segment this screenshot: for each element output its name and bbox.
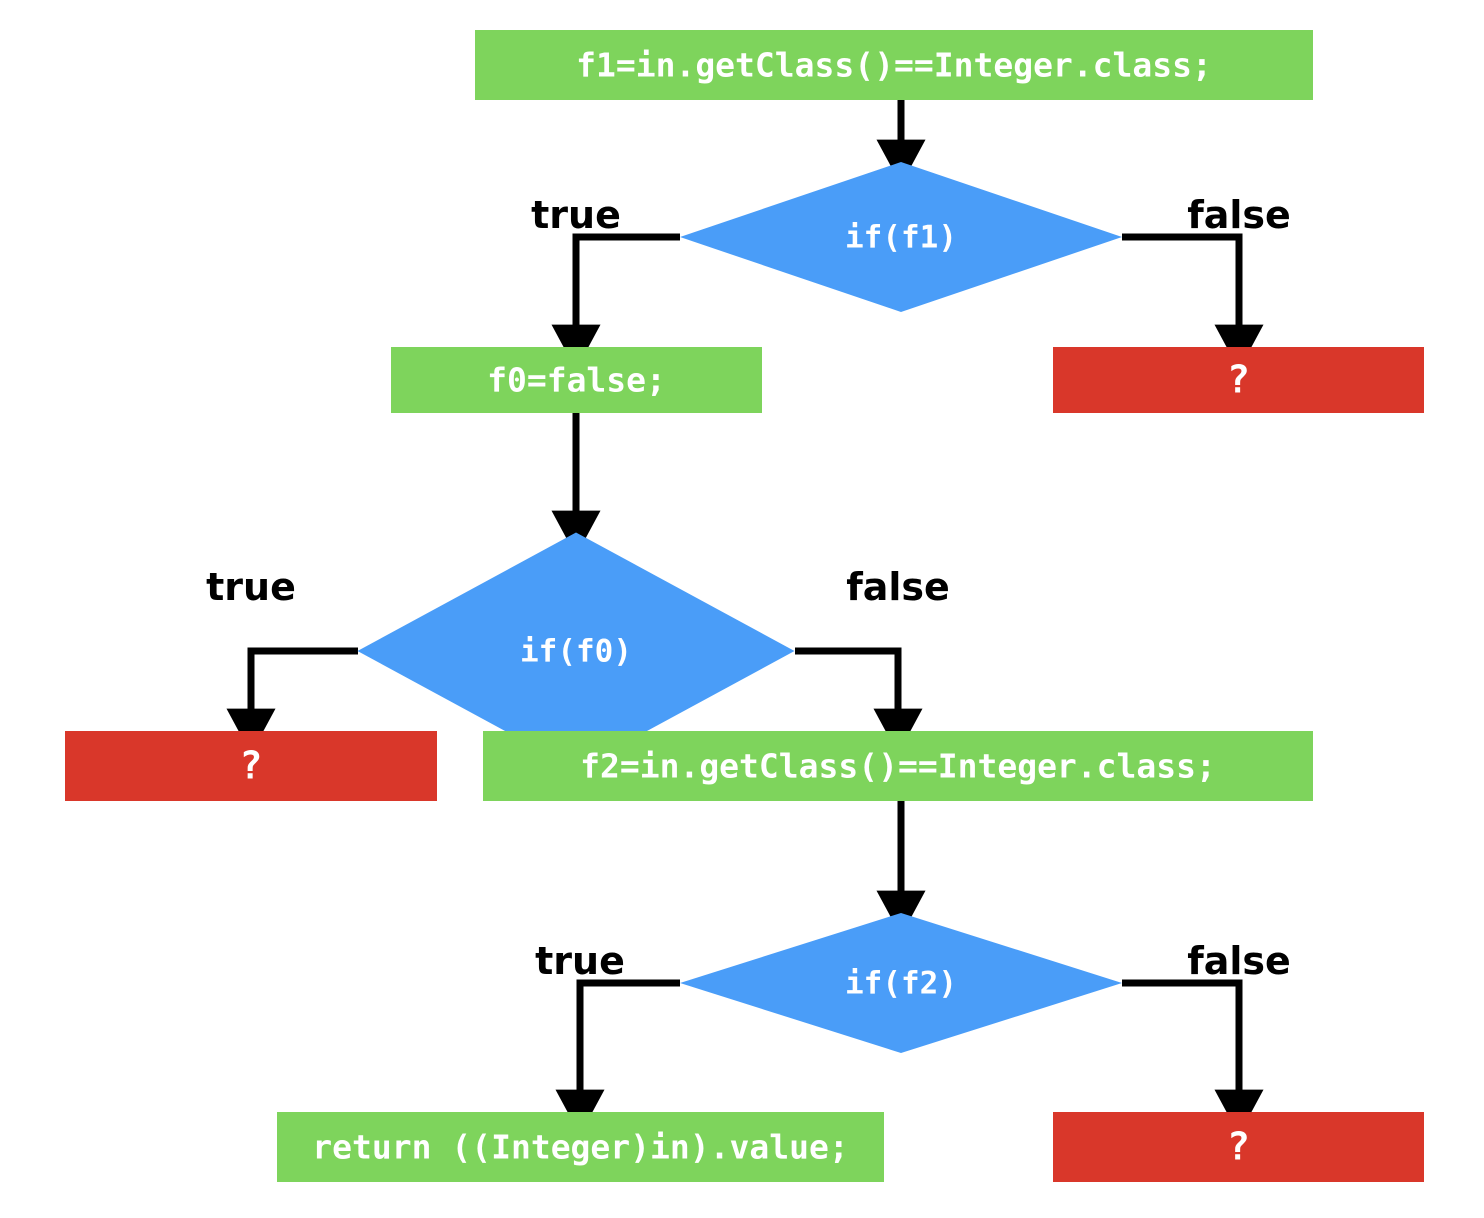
node-label: return ((Integer)in).value; (312, 1128, 848, 1167)
flow-edge (795, 647, 923, 755)
node-label: if(f1) (845, 220, 957, 256)
process-box (391, 347, 762, 413)
edge-line (1122, 979, 1264, 1136)
decision-diamond (680, 162, 1122, 312)
flow-node-process[interactable]: return ((Integer)in).value; (277, 1112, 884, 1182)
node-label: f1=in.getClass()==Integer.class; (576, 46, 1212, 85)
node-label: if(f0) (520, 634, 632, 670)
decision-diamond (357, 532, 795, 770)
edges-layer (226, 100, 1264, 1136)
node-label: ? (1227, 358, 1250, 402)
edge-label-false: false (846, 565, 950, 609)
node-label: f2=in.getClass()==Integer.class; (580, 747, 1216, 786)
edge-label-true: true (535, 939, 625, 983)
edge-line (226, 647, 358, 755)
flow-edge (1122, 979, 1264, 1136)
unknown-box (1053, 347, 1424, 413)
unknown-box (65, 731, 437, 801)
flow-edge (555, 979, 680, 1136)
edge-labels-layer: true false true false true false (206, 193, 1291, 983)
process-box (475, 30, 1313, 100)
edge-label-true: true (531, 193, 621, 237)
process-box (483, 731, 1313, 801)
edge-label-false: false (1187, 193, 1291, 237)
flow-node-process[interactable]: f1=in.getClass()==Integer.class; (475, 30, 1313, 100)
flow-node-unknown[interactable]: ? (65, 731, 437, 801)
edge-label-false: false (1187, 939, 1291, 983)
node-label: ? (1227, 1125, 1250, 1169)
node-label: if(f2) (845, 966, 957, 1002)
flow-node-unknown[interactable]: ? (1053, 347, 1424, 413)
flow-node-process[interactable]: f0=false; (391, 347, 762, 413)
unknown-box (1053, 1112, 1424, 1182)
edge-line (551, 233, 680, 371)
flow-node-decision[interactable]: if(f0) (357, 532, 795, 770)
flow-edge (551, 233, 680, 371)
edge-line (1122, 233, 1264, 371)
edge-line (555, 979, 680, 1136)
node-label: ? (240, 744, 263, 788)
flow-edge (226, 647, 358, 755)
decision-diamond (680, 913, 1122, 1053)
flow-node-unknown[interactable]: ? (1053, 1112, 1424, 1182)
process-box (277, 1112, 884, 1182)
edge-line (795, 647, 923, 755)
flow-node-decision[interactable]: if(f2) (680, 913, 1122, 1053)
edge-label-true: true (206, 565, 296, 609)
flow-edge (1122, 233, 1264, 371)
node-label: f0=false; (487, 361, 666, 400)
nodes-layer: f1=in.getClass()==Integer.class; if(f1) f0… (65, 30, 1424, 1182)
flow-node-decision[interactable]: if(f1) (680, 162, 1122, 312)
flow-node-process[interactable]: f2=in.getClass()==Integer.class; (483, 731, 1313, 801)
